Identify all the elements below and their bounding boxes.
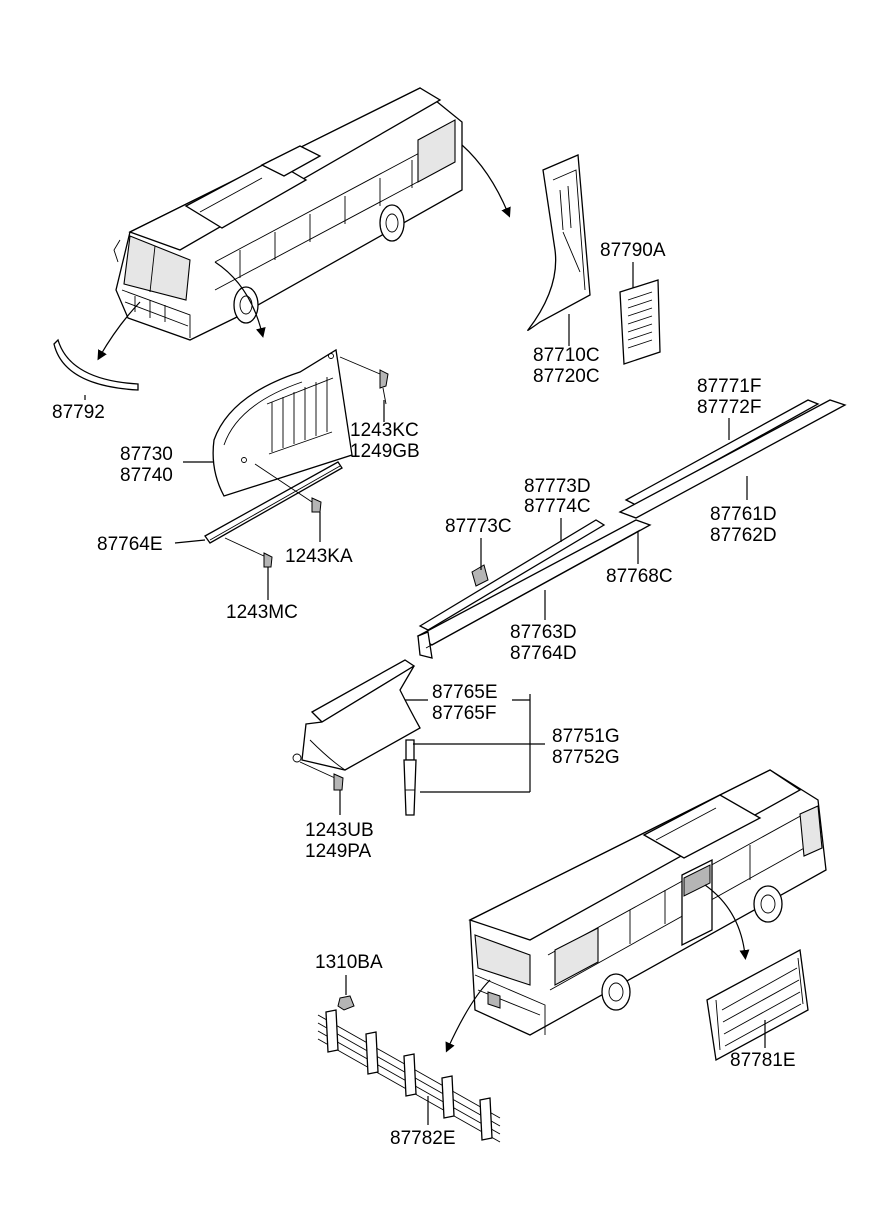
label-87730: 87730 — [120, 444, 173, 465]
label-87781e: 87781E — [730, 1050, 796, 1071]
arrow-to-87710c — [461, 144, 511, 218]
rail-87773d — [418, 519, 606, 631]
label-87774c: 87774C — [524, 496, 591, 517]
label-87751g: 87751G — [552, 726, 620, 747]
nut-1310ba — [337, 995, 355, 1011]
label-87720c: 87720C — [533, 366, 600, 387]
label-87790a: 87790A — [600, 240, 666, 261]
screw-1243ka — [254, 463, 322, 513]
label-1249pa: 1249PA — [305, 841, 372, 862]
label-1243kc: 1243KC — [350, 420, 419, 441]
part-87782e-frame — [317, 1009, 501, 1143]
label-87768c: 87768C — [606, 566, 673, 587]
label-1243ka: 1243KA — [285, 546, 353, 567]
label-87765f: 87765F — [432, 703, 497, 724]
label-87710c: 87710C — [533, 345, 600, 366]
arrow-to-87781e — [704, 884, 750, 960]
part-87790a-grille — [619, 279, 661, 365]
part-87781e-grille — [706, 948, 809, 1062]
rail-87771f — [618, 399, 847, 519]
bus-front-view — [113, 87, 463, 341]
label-1243ub: 1243UB — [305, 820, 374, 841]
part-87773c-clip — [471, 564, 489, 587]
label-87740: 87740 — [120, 465, 173, 486]
screw-1243mc — [224, 537, 273, 568]
part-87792 — [53, 338, 139, 391]
label-87752g: 87752G — [552, 747, 620, 768]
rail-87763d — [416, 519, 652, 659]
part-87765e-bracket — [292, 659, 421, 771]
label-87762d: 87762D — [710, 525, 777, 546]
label-87765e: 87765E — [432, 682, 498, 703]
label-1310ba: 1310BA — [315, 952, 383, 973]
part-87730-panel — [212, 348, 353, 497]
screw-1243ub — [299, 761, 344, 791]
arrow-to-87730 — [214, 261, 266, 338]
label-87764d: 87764D — [510, 643, 577, 664]
bus-rear-view — [468, 769, 827, 1036]
part-87764e-strip — [204, 461, 343, 544]
arrow-to-87782e — [445, 979, 491, 1053]
label-87763d: 87763D — [510, 622, 577, 643]
label-87773c: 87773C — [445, 516, 512, 537]
arrow-to-87792 — [97, 301, 141, 361]
label-87764e: 87764E — [97, 534, 163, 555]
label-87773d: 87773D — [524, 476, 591, 497]
label-87771f: 87771F — [697, 376, 762, 397]
label-87792: 87792 — [52, 402, 105, 423]
label-87782e: 87782E — [390, 1128, 456, 1149]
label-1249gb: 1249GB — [350, 441, 420, 462]
part-87751g-strut — [403, 739, 417, 816]
label-87772f: 87772F — [697, 397, 762, 418]
screw-1243kc — [339, 356, 389, 405]
label-87761d: 87761D — [710, 504, 777, 525]
label-1243mc: 1243MC — [226, 602, 298, 623]
part-87710c-pillar — [527, 154, 591, 331]
